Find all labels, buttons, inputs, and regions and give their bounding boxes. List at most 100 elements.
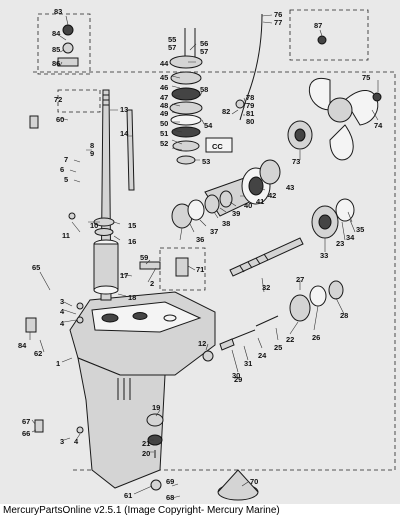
callout-label: 10 [90,221,98,230]
callout-label: 43 [286,183,294,192]
callout-label: 51 [160,129,168,138]
callout-label: 25 [274,343,282,352]
callout-label: 17 [120,271,128,280]
callout-label: 49 [160,109,168,118]
callout-label: 44 [160,59,169,68]
callout-label: 76 [274,10,282,19]
callout-label: 31 [244,359,252,368]
callout-label: 67 [22,417,30,426]
callout-label: 4 [60,319,65,328]
callout-label: 85 [52,45,60,54]
callout-label: 15 [128,221,136,230]
callout-label: 57 [200,47,208,56]
water-tube[interactable] [239,13,263,121]
callout-label: 6 [60,165,64,174]
callout-label: 68 [166,493,174,502]
bearing-carrier[interactable] [171,159,281,229]
callout-label: 69 [166,477,174,486]
thrust-hub[interactable] [287,120,313,150]
callout-label: 65 [32,263,40,272]
callout-label: 84 [52,29,61,38]
callout-label: 46 [160,83,168,92]
callout-label: 22 [286,335,294,344]
callout-label: 77 [274,18,282,27]
propeller[interactable] [308,77,382,161]
callout-label: 58 [200,85,208,94]
callout-label: 38 [222,219,230,228]
callout-label: 54 [204,121,213,130]
callout-label: 86 [52,59,60,68]
callout-label: 14 [120,129,129,138]
callout-label: 2 [150,279,154,288]
callout-label: 45 [160,73,168,82]
callout-label: 59 [140,253,148,262]
callout-label: 23 [336,239,344,248]
callout-label: 20 [142,449,150,458]
callout-label: 52 [160,139,168,148]
callout-label: 55 [168,35,176,44]
callout-label: 35 [356,225,364,234]
callout-label: 9 [90,149,94,158]
leader-lines [29,14,379,499]
callout-label: 19 [152,403,160,412]
logo-text: CC [212,142,223,151]
callout-label: 30 [232,371,240,380]
callout-label: 60 [56,115,64,124]
anode[interactable] [217,469,259,501]
callout-label: 3 [60,297,64,306]
callout-label: 5 [64,175,68,184]
reverse-gear-set[interactable] [255,280,344,327]
callout-label: 39 [232,209,240,218]
callout-label: 48 [160,101,168,110]
propeller-shaft[interactable] [229,237,304,277]
callout-label: 80 [246,117,254,126]
callout-label: 27 [296,275,304,284]
callout-label: 70 [250,477,258,486]
exploded-parts-diagram: CC 83 84 85 86 76 77 87 75 74 73 55 57 5… [18,7,396,502]
callout-label: 21 [142,439,150,448]
callout-label: 29 [234,375,242,384]
callout-label: 1 [56,359,60,368]
callout-label: 71 [196,265,204,274]
inset-box-top-right [289,9,369,61]
gear-housing[interactable] [69,291,216,489]
callout-label: 4 [60,307,65,316]
callout-label: 74 [374,121,383,130]
cc-logo-badge: CC [205,137,233,153]
callout-label: 62 [34,349,42,358]
bearing-tube[interactable] [93,239,119,295]
shift-cam[interactable] [219,329,256,351]
callout-label: 47 [160,93,168,102]
fasteners [25,24,327,491]
callout-label: 50 [160,119,168,128]
callout-label: 8 [90,141,94,150]
pinion-gear[interactable] [146,413,164,458]
inset-box-center [159,247,206,291]
callout-label: 7 [64,155,68,164]
callout-label: 56 [200,39,208,48]
callout-label: 53 [202,157,210,166]
callout-label: 72 [54,95,62,104]
callout-label: 32 [262,283,270,292]
seal-rings[interactable] [93,217,115,236]
callout-label: 40 [244,201,252,210]
inset-box-top-left [37,13,91,75]
prop-nut [372,92,382,102]
water-pump-assembly[interactable] [169,28,203,165]
shift-shaft[interactable] [126,109,135,191]
callout-label: 26 [312,333,320,342]
callout-label: 87 [314,21,322,30]
forward-gear[interactable] [311,198,355,239]
callout-label: 28 [340,311,348,320]
callout-label: 36 [196,235,204,244]
callout-label: 73 [292,157,300,166]
water-intake-grille [117,378,131,400]
callout-label: 12 [198,339,206,348]
callout-label: 84 [18,341,27,350]
callout-label: 33 [320,251,328,260]
callout-label: 83 [54,7,62,16]
callout-label: 13 [120,105,128,114]
copyright-footer: MercuryPartsOnline v2.5.1 (Image Copyrig… [0,504,400,518]
callout-label: 24 [258,351,267,360]
callout-label: 61 [124,491,132,500]
